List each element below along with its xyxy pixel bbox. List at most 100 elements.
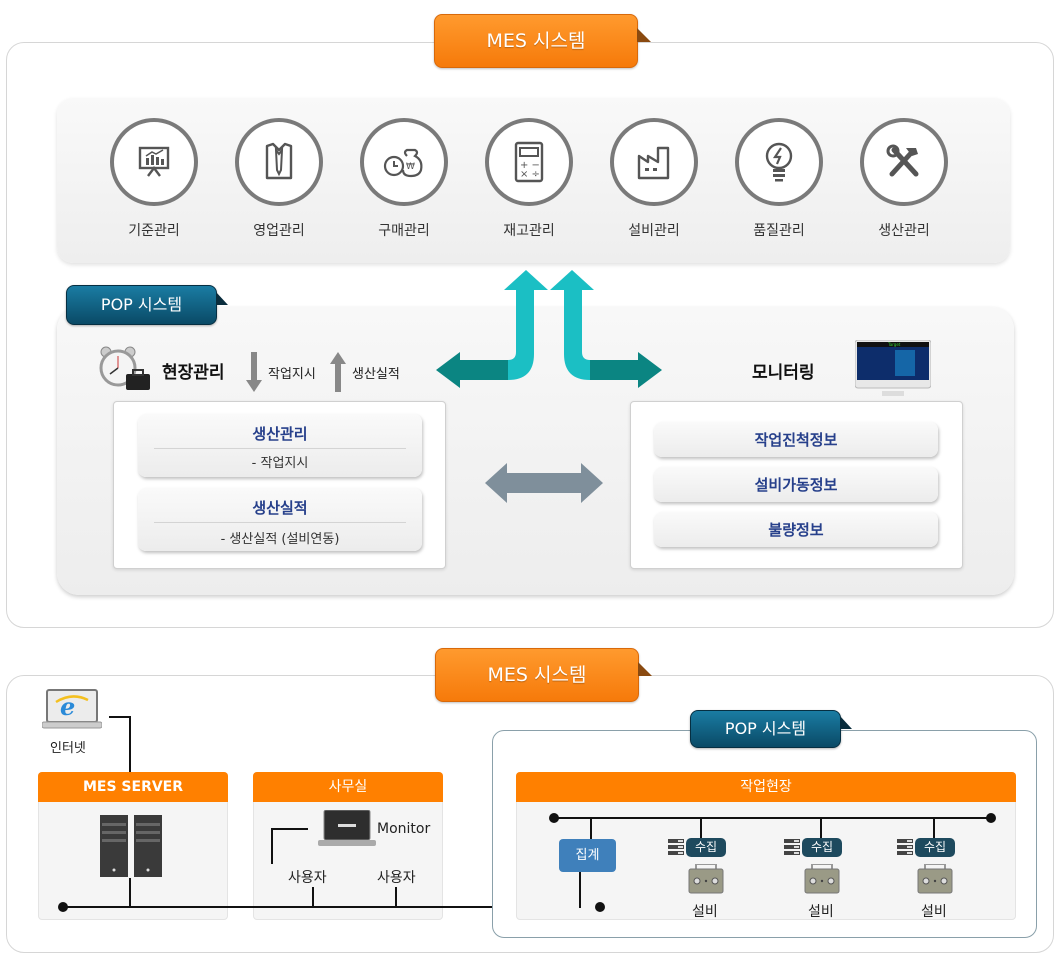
module-standard[interactable]: 기준관리 xyxy=(104,118,204,240)
office-header: 사무실 xyxy=(253,772,443,802)
module-purchase[interactable]: ₩ 구매관리 xyxy=(354,118,454,240)
monitoring-item-label: 설비가동정보 xyxy=(754,476,838,494)
bottom-pop-title-badge: POP 시스템 xyxy=(690,710,841,748)
hammer-wrench-icon xyxy=(860,118,948,206)
calculator-icon: + −× ÷ xyxy=(485,118,573,206)
module-label: 품질관리 xyxy=(753,223,805,239)
connector-line xyxy=(590,817,592,839)
equipment-icon xyxy=(917,863,953,900)
connector-line xyxy=(579,872,581,908)
lightbulb-icon xyxy=(735,118,823,206)
monitoring-item-equipment[interactable]: 설비가동정보 xyxy=(654,467,938,502)
user-label: 사용자 xyxy=(288,870,327,886)
internet-label: 인터넷 xyxy=(50,741,86,756)
module-label: 기준관리 xyxy=(128,223,180,239)
server-rack-icon xyxy=(100,815,162,881)
office-title: 사무실 xyxy=(328,779,368,795)
module-equipment[interactable]: 설비관리 xyxy=(604,118,704,240)
card-title: 생산실적 xyxy=(252,499,308,517)
top-mes-title: MES 시스템 xyxy=(486,30,586,52)
equipment-icon xyxy=(804,863,840,900)
connector-line xyxy=(272,828,308,830)
module-label: 설비관리 xyxy=(628,223,680,239)
double-arrow-icon xyxy=(485,461,603,509)
collector-label: 수집 xyxy=(923,840,947,854)
module-quality[interactable]: 품질관리 xyxy=(729,118,829,240)
monitoring-item-label: 불량정보 xyxy=(768,521,824,539)
top-pop-title-badge: POP 시스템 xyxy=(66,285,217,325)
equipment-label: 설비 xyxy=(921,904,947,920)
connector-line xyxy=(700,817,702,838)
module-production[interactable]: 생산관리 xyxy=(854,118,954,240)
collector-tag[interactable]: 수집 xyxy=(915,838,955,857)
badge-fold xyxy=(216,292,228,305)
work-order-label: 작업지시 xyxy=(268,367,316,382)
module-label: 재고관리 xyxy=(503,223,555,239)
monitoring-item-progress[interactable]: 작업진척정보 xyxy=(654,422,938,457)
card-divider xyxy=(154,522,406,523)
module-sales[interactable]: 영업관리 xyxy=(229,118,329,240)
mes-modules-panel: 기준관리 영업관리 ₩ 구매관리 + −× ÷ 재고관리 설비관리 품질관리 생 xyxy=(57,98,1010,263)
mes-server-header: MES SERVER xyxy=(38,772,228,802)
collector-tag[interactable]: 수집 xyxy=(686,838,726,857)
user-label: 사용자 xyxy=(377,870,416,886)
production-management-card[interactable]: 생산관리 - 작업지시 xyxy=(138,414,422,477)
module-label: 구매관리 xyxy=(378,223,430,239)
arrow-down-icon xyxy=(246,352,262,396)
bottom-mes-title-badge: MES 시스템 xyxy=(435,648,639,702)
alarm-clock-briefcase-icon xyxy=(96,346,152,392)
monitor-label: Monitor xyxy=(377,821,431,837)
server-stack-icon xyxy=(784,839,800,859)
svg-text:₩: ₩ xyxy=(406,162,415,172)
field-management-heading: 현장관리 xyxy=(162,363,225,383)
card-divider xyxy=(154,448,406,449)
badge-fold xyxy=(840,716,852,729)
top-mes-title-badge: MES 시스템 xyxy=(434,14,638,68)
bottom-pop-title: POP 시스템 xyxy=(724,719,807,738)
collector-label: 수집 xyxy=(810,840,834,854)
bottom-mes-title: MES 시스템 xyxy=(487,664,587,686)
network-node xyxy=(986,813,996,823)
server-stack-icon xyxy=(668,839,684,859)
server-stack-icon xyxy=(897,839,913,859)
collector-tag[interactable]: 수집 xyxy=(802,838,842,857)
connector-line xyxy=(933,817,935,838)
svg-text:Target: Target xyxy=(887,342,901,347)
network-node xyxy=(595,902,605,912)
card-sub: - 생산실적 (설비연동) xyxy=(220,532,340,547)
top-pop-title: POP 시스템 xyxy=(100,295,183,314)
module-label: 생산관리 xyxy=(878,223,930,239)
equipment-icon xyxy=(688,863,724,900)
monitoring-item-label: 작업진척정보 xyxy=(754,431,838,449)
mes-pop-flow-arrows xyxy=(436,268,662,392)
work-site-title: 작업현장 xyxy=(740,779,792,795)
monitoring-item-defect[interactable]: 불량정보 xyxy=(654,512,938,547)
connector-line xyxy=(129,878,131,908)
laptop-internet-icon: e xyxy=(41,688,103,736)
laptop-monitor-icon xyxy=(318,809,376,854)
connector-line xyxy=(395,887,397,907)
connector-line xyxy=(109,716,131,718)
module-inventory[interactable]: + −× ÷ 재고관리 xyxy=(479,118,579,240)
svg-text:+ −: + − xyxy=(520,160,540,171)
aggregate-node[interactable]: 집계 xyxy=(559,839,616,872)
connector-line xyxy=(129,716,131,773)
equipment-label: 설비 xyxy=(692,904,718,920)
site-bus-line xyxy=(554,817,990,819)
connector-line xyxy=(271,828,273,864)
presentation-chart-icon xyxy=(110,118,198,206)
aggregate-label: 집계 xyxy=(575,848,600,863)
card-title: 생산관리 xyxy=(252,425,308,443)
connector-line xyxy=(820,817,822,838)
production-result-label: 생산실적 xyxy=(352,367,400,382)
money-bag-clock-icon: ₩ xyxy=(360,118,448,206)
production-result-card[interactable]: 생산실적 - 생산실적 (설비연동) xyxy=(138,488,422,551)
mes-server-title: MES SERVER xyxy=(82,779,184,795)
network-backbone-line xyxy=(63,906,601,908)
connector-line xyxy=(312,887,314,907)
equipment-label: 설비 xyxy=(808,904,834,920)
arrow-up-icon xyxy=(330,352,346,396)
monitor-dashboard-icon: Target xyxy=(854,339,932,402)
collector-label: 수집 xyxy=(694,840,718,854)
shirt-tie-icon xyxy=(235,118,323,206)
